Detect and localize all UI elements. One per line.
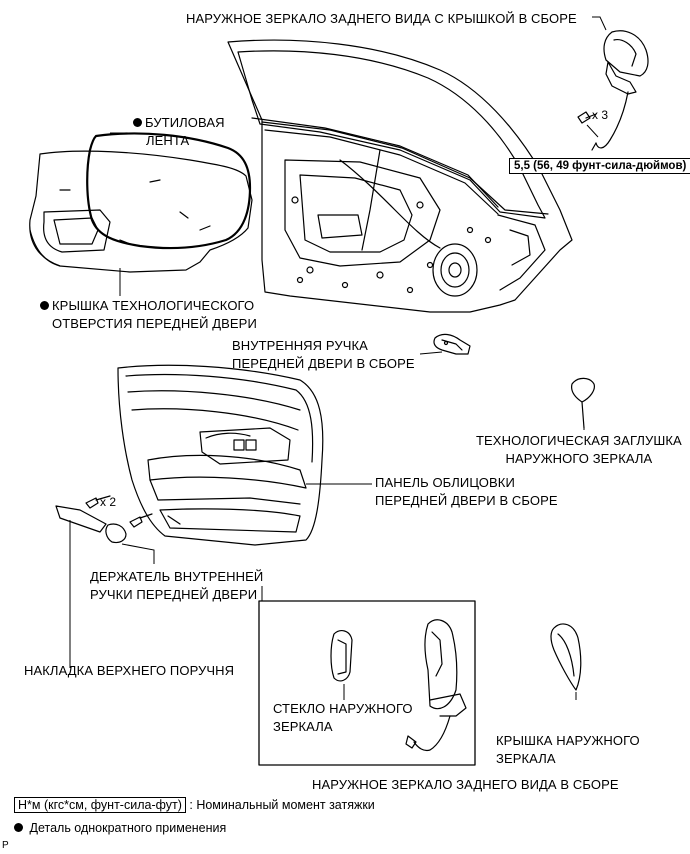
non-reusable-dot-icon — [40, 301, 49, 310]
label-handle-bezel-line1: ДЕРЖАТЕЛЬ ВНУТРЕННЕЙ — [90, 569, 264, 584]
label-handle-bezel-line2: РУЧКИ ПЕРЕДНЕЙ ДВЕРИ — [90, 587, 258, 602]
label-mirror-cover: КРЫШКА НАРУЖНОГО ЗЕРКАЛА — [496, 732, 640, 768]
label-qty-x3: x 3 — [592, 108, 609, 122]
inner-door-handle — [433, 333, 471, 355]
label-mirror-hole-cover: ТЕХНОЛОГИЧЕСКАЯ ЗАГЛУШКА НАРУЖНОГО ЗЕРКА… — [476, 432, 682, 468]
label-mirror-glass: СТЕКЛО НАРУЖНОГО ЗЕРКАЛА — [273, 700, 413, 736]
label-inner-handle-line2: ПЕРЕДНЕЙ ДВЕРИ В СБОРЕ — [232, 356, 415, 371]
legend-torque: Н*м (кгс*см, фунт-сила-фут) : Номинальны… — [14, 797, 375, 813]
label-service-hole-cover-line2: ОТВЕРСТИЯ ПЕРЕДНЕЙ ДВЕРИ — [52, 316, 257, 331]
label-mirror-hole-cover-line2: НАРУЖНОГО ЗЕРКАЛА — [505, 451, 653, 466]
outer-mirror-with-cover — [577, 30, 649, 151]
label-trim-board: ПАНЕЛЬ ОБЛИЦОВКИ ПЕРЕДНЕЙ ДВЕРИ В СБОРЕ — [375, 474, 558, 510]
label-inner-handle: ВНУТРЕННЯЯ РУЧКА ПЕРЕДНЕЙ ДВЕРИ В СБОРЕ — [232, 337, 415, 373]
label-butyl-tape-line1: БУТИЛОВАЯ — [145, 115, 225, 130]
label-handle-bezel: ДЕРЖАТЕЛЬ ВНУТРЕННЕЙ РУЧКИ ПЕРЕДНЕЙ ДВЕР… — [90, 568, 263, 604]
label-service-hole-cover: КРЫШКА ТЕХНОЛОГИЧЕСКОГО ОТВЕРСТИЯ ПЕРЕДН… — [40, 297, 257, 333]
non-reusable-dot-icon — [133, 118, 142, 127]
label-qty-x2: x 2 — [100, 495, 117, 509]
label-mirror-cover-line2: ЗЕРКАЛА — [496, 751, 556, 766]
label-outer-mirror-assy: НАРУЖНОЕ ЗЕРКАЛО ЗАДНЕГО ВИДА В СБОРЕ — [312, 777, 619, 792]
legend-non-reusable-text: Деталь однократного применения — [29, 821, 227, 835]
label-mirror-cover-line1: КРЫШКА НАРУЖНОГО — [496, 733, 640, 748]
corner-mark: P — [2, 840, 9, 851]
label-mirror-glass-line1: СТЕКЛО НАРУЖНОГО — [273, 701, 413, 716]
legend-torque-unit-box: Н*м (кгс*см, фунт-сила-фут) — [14, 797, 186, 813]
mirror-glass — [330, 630, 353, 682]
label-mirror-glass-line2: ЗЕРКАЛА — [273, 719, 333, 734]
mirror-hole-cover — [571, 377, 595, 429]
armrest-cover-and-bezel — [55, 505, 127, 544]
mirror-cover — [550, 623, 582, 691]
label-butyl-tape: БУТИЛОВАЯ ЛЕНТА — [133, 114, 225, 150]
label-armrest-cover: НАКЛАДКА ВЕРХНЕГО ПОРУЧНЯ — [24, 663, 235, 678]
outer-mirror-assy-box — [258, 600, 476, 766]
service-hole-cover — [29, 132, 253, 273]
door-trim-board — [85, 364, 324, 546]
legend-non-reusable: Деталь однократного применения — [14, 821, 226, 835]
label-service-hole-cover-line1: КРЫШКА ТЕХНОЛОГИЧЕСКОГО — [52, 298, 255, 313]
label-outer-mirror-with-cover: НАРУЖНОЕ ЗЕРКАЛО ЗАДНЕГО ВИДА С КРЫШКОЙ … — [186, 11, 577, 26]
torque-spec-box: 5,5 (56, 49 фунт-сила-дюймов) — [509, 158, 690, 174]
label-trim-board-line1: ПАНЕЛЬ ОБЛИЦОВКИ — [375, 475, 515, 490]
label-inner-handle-line1: ВНУТРЕННЯЯ РУЧКА — [232, 338, 368, 353]
label-mirror-hole-cover-line1: ТЕХНОЛОГИЧЕСКАЯ ЗАГЛУШКА — [476, 433, 682, 448]
mirror-body — [405, 619, 467, 752]
label-trim-board-line2: ПЕРЕДНЕЙ ДВЕРИ В СБОРЕ — [375, 493, 558, 508]
non-reusable-dot-icon — [14, 823, 23, 832]
legend-torque-desc: : Номинальный момент затяжки — [189, 798, 375, 812]
front-door-panel — [227, 39, 573, 313]
label-butyl-tape-line2: ЛЕНТА — [146, 133, 190, 148]
